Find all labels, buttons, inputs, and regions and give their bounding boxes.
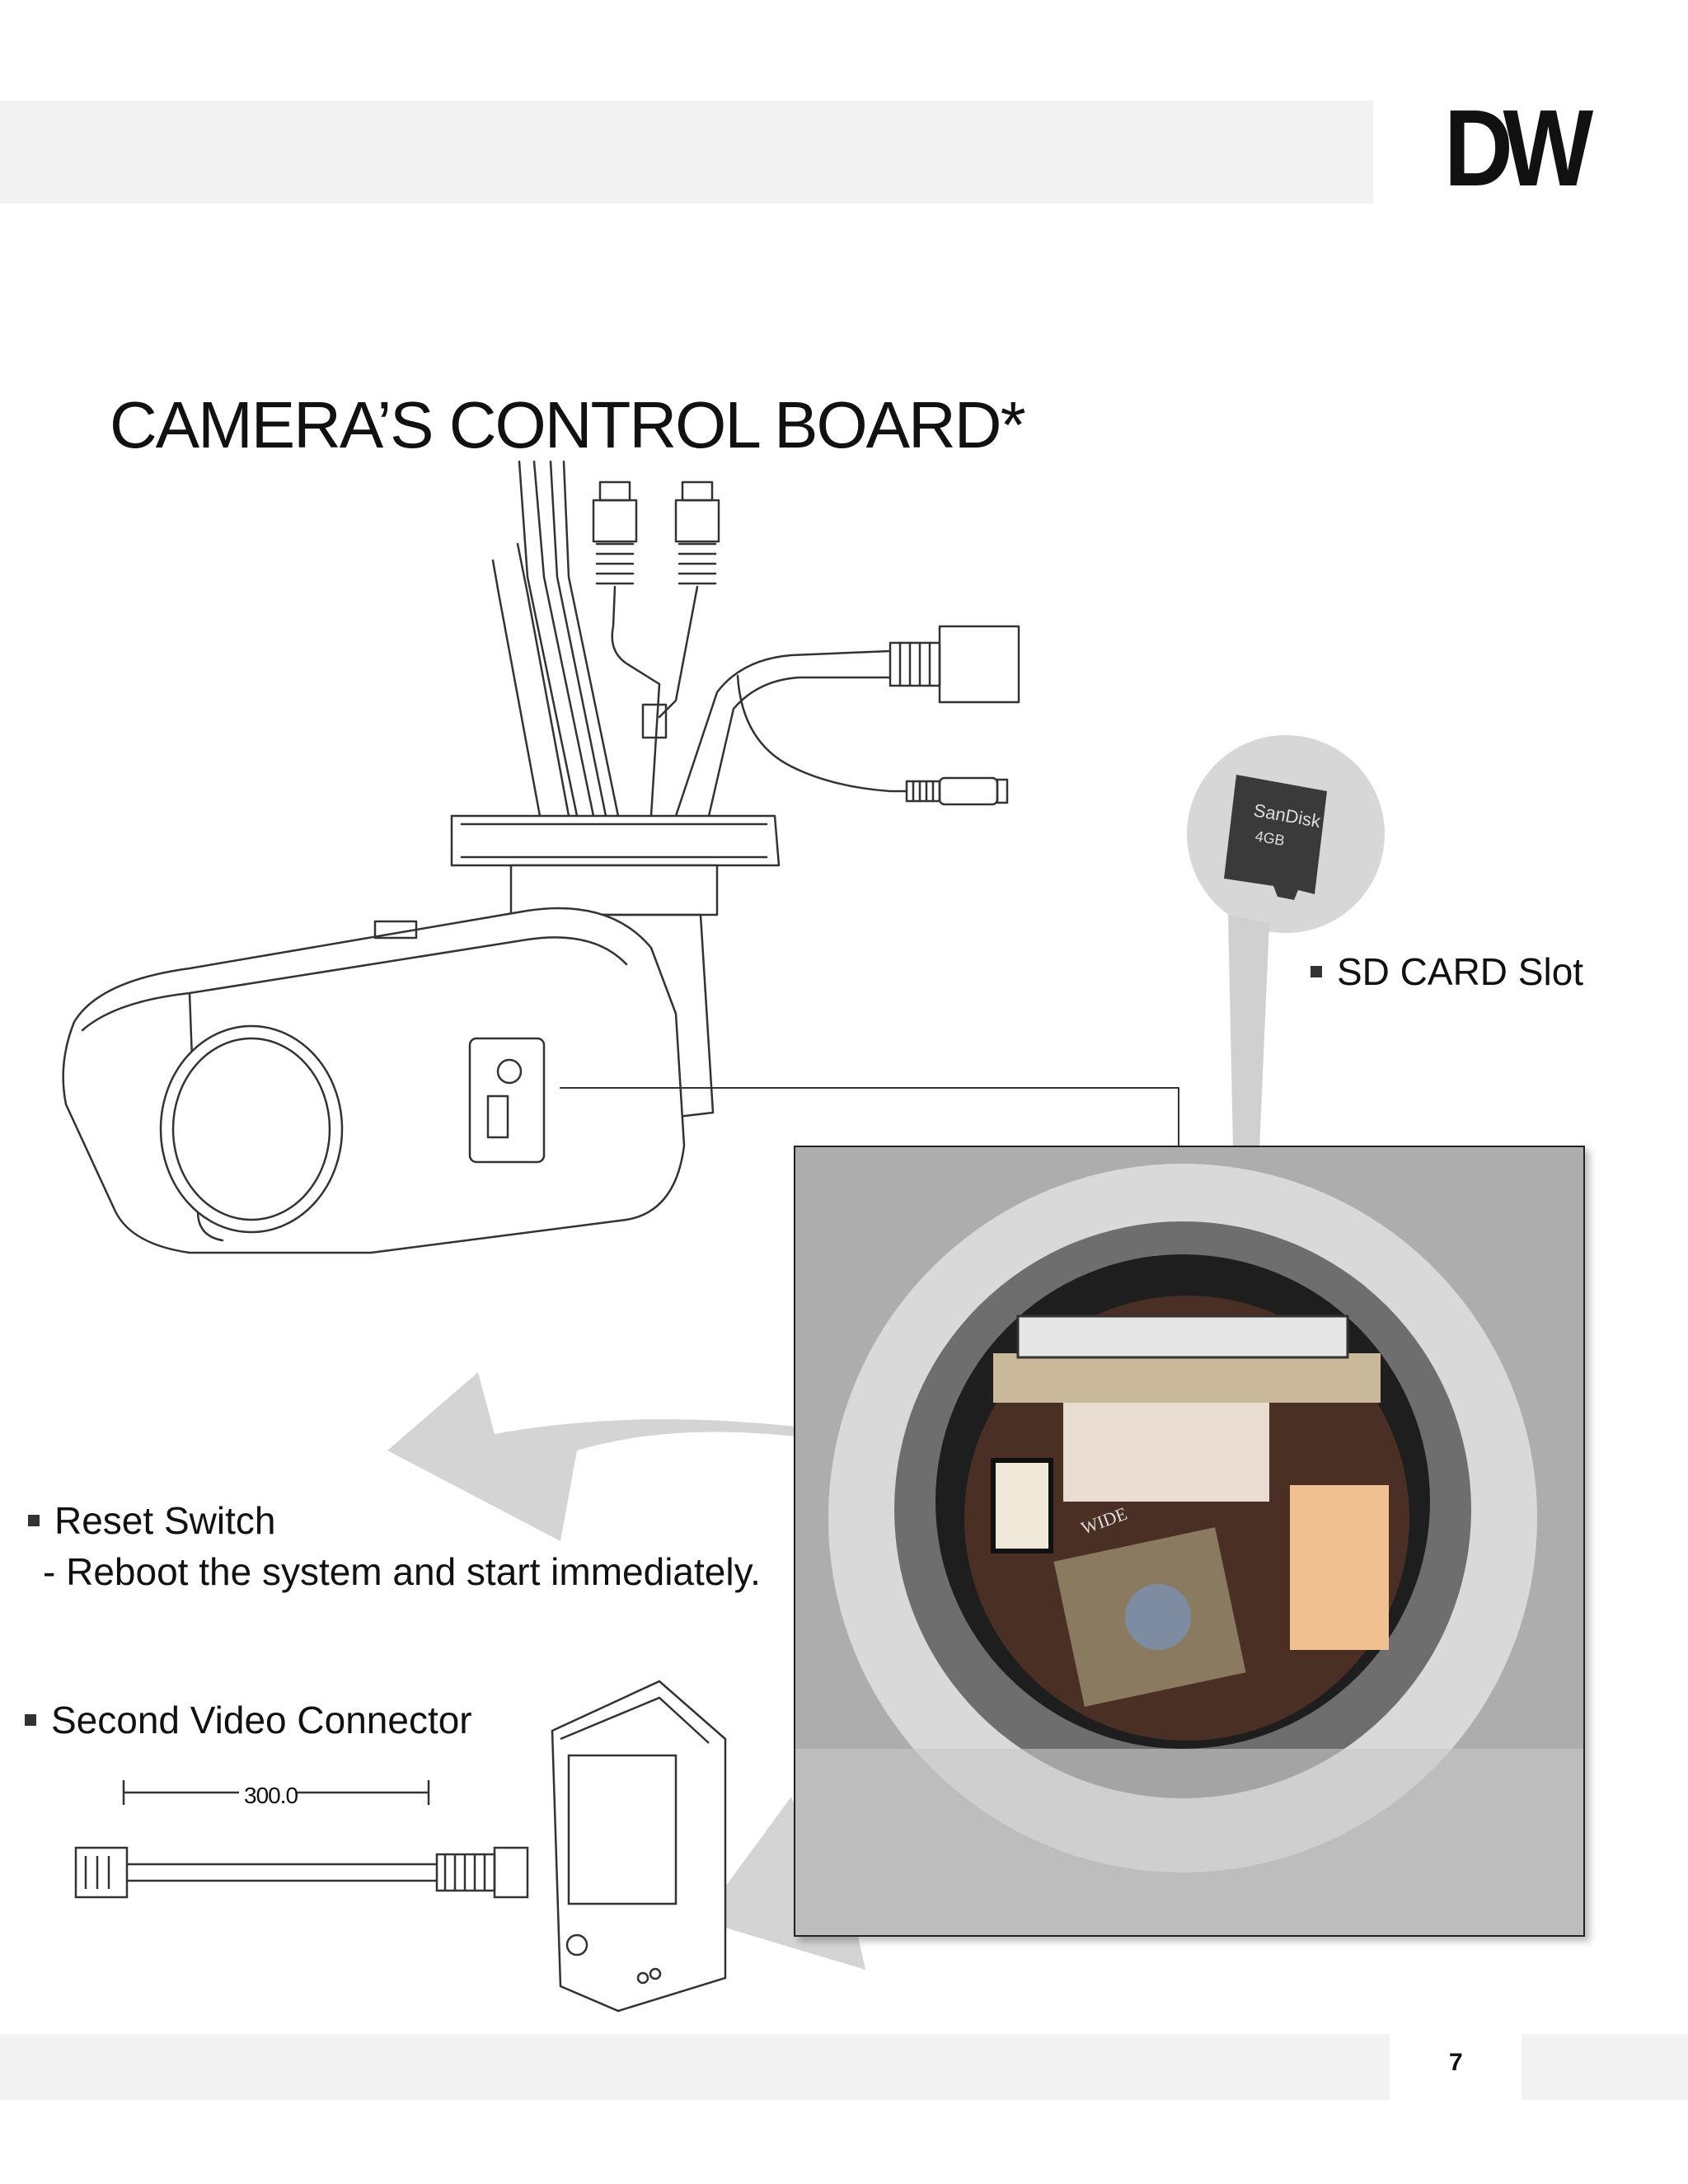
dc-connector	[938, 776, 999, 806]
second-video-cable	[74, 1680, 727, 2013]
page-title: CAMERA’S CONTROL BOARD*	[110, 388, 1026, 462]
bnc-connector-1	[592, 480, 661, 818]
control-board-photo: WIDE	[794, 1146, 1585, 1937]
lens	[159, 1024, 344, 1234]
bullet-icon	[25, 1713, 36, 1726]
ethernet-connector	[938, 625, 1020, 704]
sd-card-label: SD CARD Slot	[1337, 950, 1584, 993]
sd-slot-module	[993, 1353, 1381, 1403]
reset-switch-callout: Reset Switch	[28, 1498, 275, 1543]
page-number: 7	[1449, 2049, 1463, 2076]
sd-card-icon	[1224, 775, 1327, 900]
video-connector-box	[551, 1680, 727, 2013]
second-video-callout: Second Video Connector	[25, 1698, 472, 1742]
bnc-connector-2	[641, 480, 720, 739]
wire-1	[518, 460, 579, 818]
video-connector	[1290, 1485, 1389, 1650]
cable-length-dimension: 300.0	[244, 1783, 298, 1808]
mount-base	[450, 814, 781, 867]
dw-logo: DW	[1444, 87, 1593, 209]
footer-band-right	[1522, 2034, 1688, 2100]
reset-arrow	[387, 1372, 1022, 1541]
reset-switch-description: - Reboot the system and start immediatel…	[43, 1550, 761, 1593]
reset-switch-label: Reset Switch	[54, 1499, 276, 1542]
sd-card-callout: SD CARD Slot	[1311, 949, 1583, 994]
top-knob	[373, 920, 418, 940]
second-video-label: Second Video Connector	[51, 1699, 472, 1741]
camera-housing	[62, 907, 686, 1254]
reset-switch	[991, 1458, 1053, 1554]
bullet-icon	[1311, 965, 1322, 977]
header-band	[0, 101, 1373, 204]
bullet-icon	[28, 1514, 40, 1526]
footer-band-left	[0, 2034, 1390, 2100]
